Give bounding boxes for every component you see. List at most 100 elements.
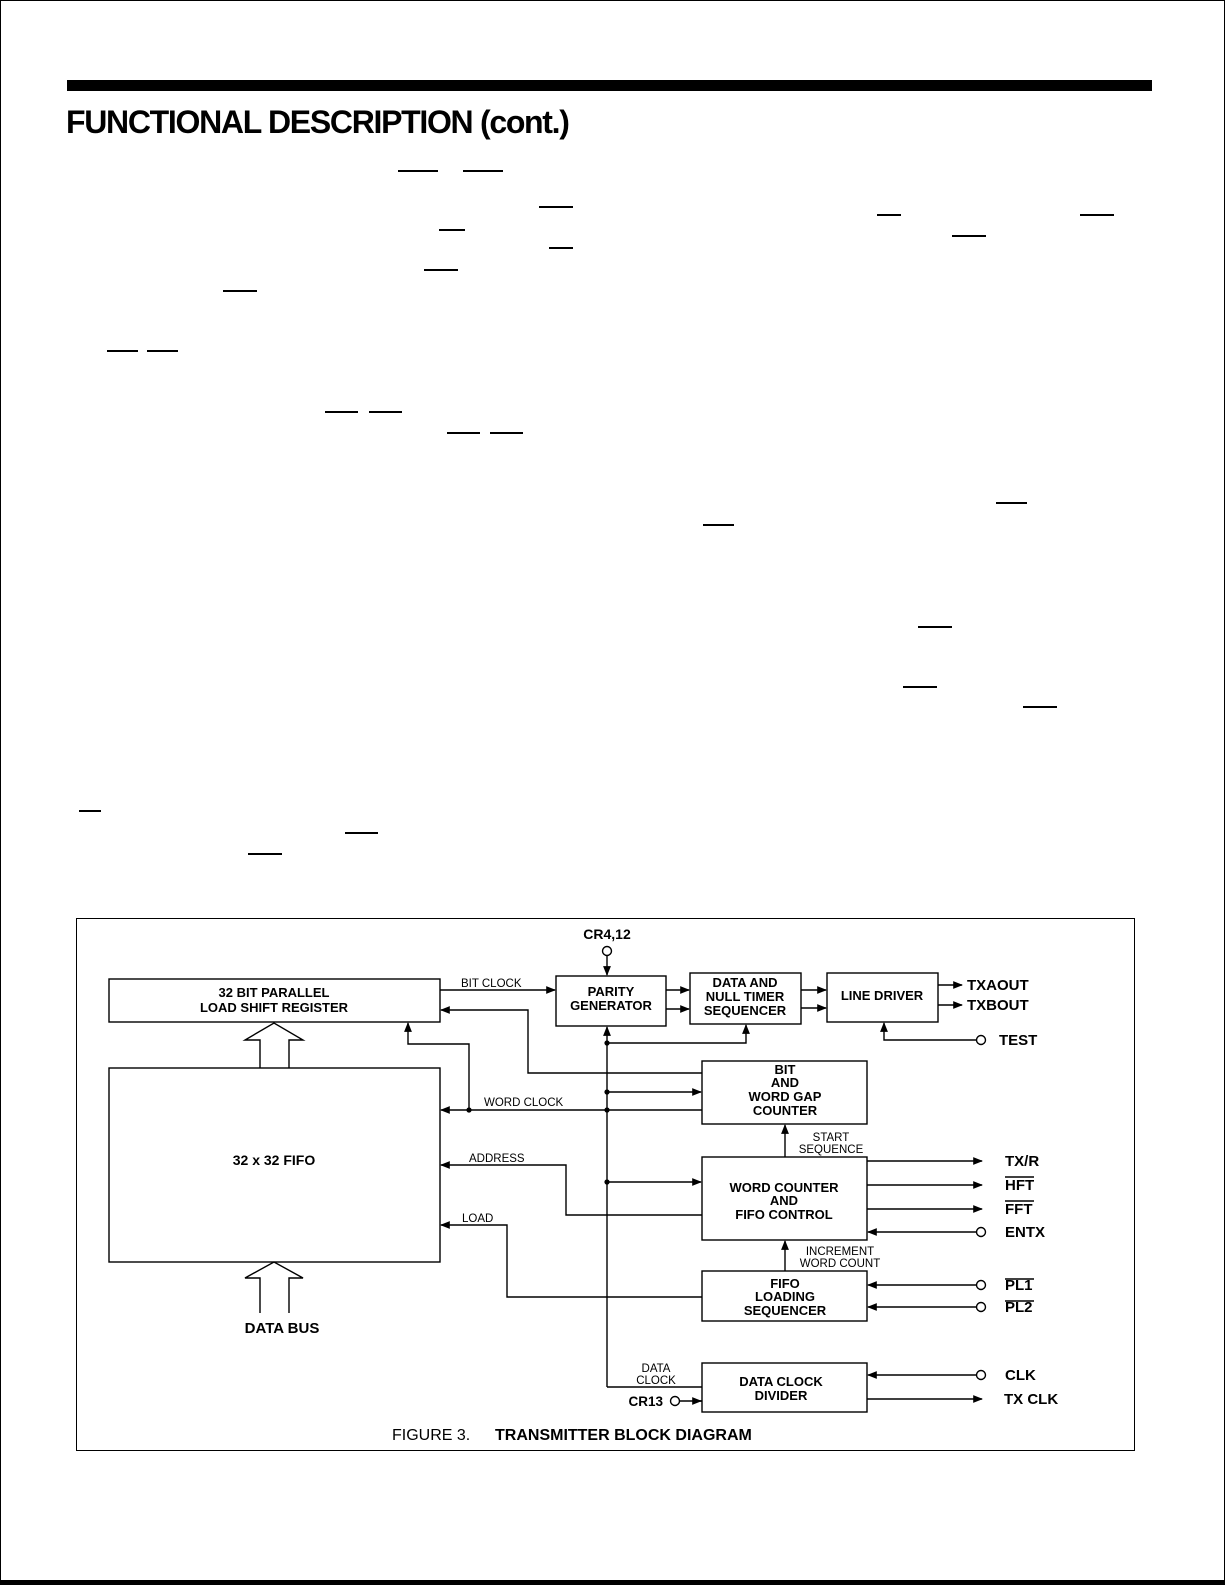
line-driver-label: LINE DRIVER <box>841 988 924 1003</box>
test-pin <box>975 1034 987 1046</box>
parity-label-2: GENERATOR <box>570 998 652 1013</box>
address-label: ADDRESS <box>469 1153 525 1165</box>
pl2-label: PL2 <box>1005 1299 1033 1316</box>
pl1-pin <box>975 1279 987 1291</box>
line-driver-block <box>826 972 939 1023</box>
hft-label: HFT <box>1005 1177 1034 1194</box>
timer-label-1: DATA AND <box>713 975 778 990</box>
counter-label-4: COUNTER <box>753 1103 818 1118</box>
txr-label: TX/R <box>1005 1153 1039 1170</box>
overline-mark <box>549 247 573 249</box>
junction-dot <box>466 1107 472 1113</box>
fifo-label: 32 x 32 FIFO <box>233 1152 316 1168</box>
data-clock-label-2: CLOCK <box>636 1375 676 1387</box>
overline-mark <box>703 524 734 526</box>
overline-mark <box>398 170 438 172</box>
shift-register-block <box>108 978 441 1023</box>
timer-label-3: SEQUENCER <box>704 1003 787 1018</box>
overline-mark <box>903 686 937 688</box>
entx-pin <box>975 1226 987 1238</box>
pl2-pin <box>975 1301 987 1313</box>
overline-mark <box>223 290 257 292</box>
counter-label-3: WORD GAP <box>749 1089 822 1104</box>
header-rule <box>67 80 1152 91</box>
parity-label-1: PARITY <box>588 984 635 999</box>
data-null-timer-block <box>689 972 802 1025</box>
increment-label-2: WORD COUNT <box>800 1258 881 1270</box>
bit-word-gap-counter-block <box>701 1060 868 1125</box>
fifo-to-register-hollow-arrow <box>242 1022 306 1068</box>
overline-mark <box>325 411 358 413</box>
overline-mark <box>1023 706 1057 708</box>
load-label: LOAD <box>462 1213 493 1225</box>
shift-register-label-1: 32 BIT PARALLEL <box>219 985 330 1000</box>
junction-dot <box>604 1040 610 1046</box>
counter-label-1: BIT <box>775 1062 796 1077</box>
overline-mark <box>996 502 1027 504</box>
overline-mark <box>877 214 901 216</box>
overline-mark <box>439 229 465 231</box>
loading-seq-label-3: SEQUENCER <box>744 1303 827 1318</box>
word-counter-label-1: WORD COUNTER <box>729 1180 839 1195</box>
figure-frame <box>76 918 1135 1451</box>
divider-label-1: DATA CLOCK <box>739 1374 823 1389</box>
increment-label-1: INCREMENT <box>806 1246 874 1258</box>
overline-mark <box>369 411 402 413</box>
data-clock-label-1: DATA <box>642 1363 671 1375</box>
start-sequence-label-2: SEQUENCE <box>799 1144 864 1156</box>
loading-seq-label-2: LOADING <box>755 1289 815 1304</box>
figure-caption-number: FIGURE 3. <box>392 1427 470 1444</box>
cr13-label: CR13 <box>628 1394 663 1409</box>
overline-mark <box>147 350 178 352</box>
fft-label: FFT <box>1005 1201 1033 1218</box>
pl1-label: PL1 <box>1005 1277 1033 1294</box>
word-clock-label: WORD CLOCK <box>484 1097 564 1109</box>
page-title: FUNCTIONAL DESCRIPTION (cont.) <box>66 104 570 140</box>
loading-seq-label-1: FIFO <box>770 1276 800 1291</box>
overline-mark <box>463 170 503 172</box>
cr4-12-label: CR4,12 <box>583 926 631 942</box>
overline-mark <box>248 853 282 855</box>
overline-mark <box>345 832 378 834</box>
junction-dot <box>604 1107 610 1113</box>
address-wire <box>440 1161 702 1216</box>
counter-label-2: AND <box>771 1075 799 1090</box>
txaout-label: TXAOUT <box>967 977 1029 994</box>
overline-mark <box>539 206 573 208</box>
test-wire <box>880 1022 976 1041</box>
start-sequence-label-1: START <box>813 1132 850 1144</box>
overline-mark <box>490 432 523 434</box>
overline-mark <box>952 235 986 237</box>
overline-mark <box>107 350 138 352</box>
word-counter-label-3: FIFO CONTROL <box>735 1207 833 1222</box>
overline-mark <box>447 432 480 434</box>
word-clock-to-register-wire <box>404 1022 470 1110</box>
entx-label: ENTX <box>1005 1224 1045 1241</box>
overline-mark <box>1080 214 1114 216</box>
bus-to-timer-wire <box>607 1024 750 1044</box>
txbout-label: TXBOUT <box>967 997 1029 1014</box>
txclk-label: TX CLK <box>1004 1391 1058 1408</box>
parity-generator-block <box>555 975 667 1027</box>
data-bus-hollow-arrow <box>244 1261 304 1313</box>
cr13-pin <box>669 1395 681 1407</box>
overline-mark <box>424 269 458 271</box>
cr4-12-pin <box>601 945 613 957</box>
word-counter-label-2: AND <box>770 1193 798 1208</box>
divider-label-2: DIVIDER <box>755 1388 808 1403</box>
timer-label-2: NULL TIMER <box>706 989 785 1004</box>
clk-label: CLK <box>1005 1367 1036 1384</box>
counter-to-register-wire <box>440 1006 702 1074</box>
shift-register-label-2: LOAD SHIFT REGISTER <box>200 1000 349 1015</box>
footer-rule <box>0 1580 1225 1584</box>
load-wire <box>440 1221 702 1298</box>
junction-dot <box>604 1089 610 1095</box>
clk-pin <box>975 1369 987 1381</box>
overline-mark <box>79 810 101 812</box>
overline-mark <box>918 626 952 628</box>
figure-caption-title: TRANSMITTER BLOCK DIAGRAM <box>495 1427 752 1444</box>
junction-dot <box>604 1179 610 1185</box>
test-label: TEST <box>999 1032 1037 1049</box>
data-bus-label: DATA BUS <box>245 1320 320 1337</box>
